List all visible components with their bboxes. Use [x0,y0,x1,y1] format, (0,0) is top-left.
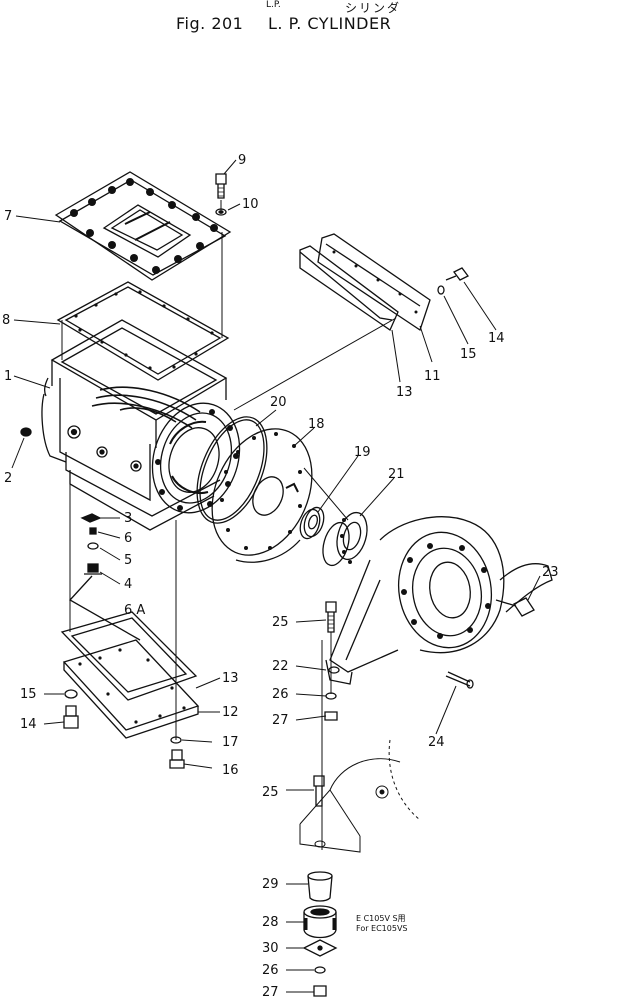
nut-27-upper [324,711,338,721]
callout-15-top: 15 [460,347,477,362]
leader-lines [11,159,541,993]
callout-7: 7 [4,209,12,224]
callout-27-lower: 27 [262,985,279,1000]
callout-6: 6 [124,531,132,546]
bearing-plate-18 [211,428,313,563]
bolt-9 [215,173,227,199]
callout-27-upper: 27 [272,713,289,728]
mount-bracket-22 [325,516,553,685]
callouts: 9 10 7 8 1 2 14 15 11 13 20 18 19 21 3 6… [2,153,559,1000]
spring-6 [89,527,97,535]
stud-24 [445,671,474,689]
top-cover-plate [54,171,232,281]
washer-26-lower [314,966,326,974]
callout-17: 17 [222,735,239,750]
callout-13-bottom: 13 [222,671,239,686]
o-ring-20 [196,416,268,524]
plate-30 [302,939,338,957]
callout-5: 5 [124,553,132,568]
callout-15-bottom: 15 [20,687,37,702]
bearing-21 [322,511,368,567]
plate-3 [80,513,102,523]
callout-14-bottom: 14 [20,717,37,732]
callout-23: 23 [542,565,559,580]
bottom-gasket-13 [60,611,198,701]
callout-26-upper: 26 [272,687,289,702]
callout-24: 24 [428,735,445,750]
variant-note-en: For EC105VS [356,924,408,933]
callout-3: 3 [124,511,132,526]
title-jp: シリンダ [345,1,402,15]
nut-27-lower [313,985,327,997]
bushing-29 [307,871,333,902]
washer-15-lower [64,689,78,699]
callout-18: 18 [308,417,325,432]
callout-12: 12 [222,705,239,720]
bolt-25-upper [325,601,337,633]
callout-16: 16 [222,763,239,778]
bolt-23 [495,597,535,617]
variant-note: E C105V S用 For EC105VS [356,914,408,934]
callout-21: 21 [388,467,405,482]
callout-22: 22 [272,659,289,674]
callout-6a: 6 A [124,603,145,618]
variant-note-jp: E C105V S用 [356,914,406,923]
plug-2 [20,427,32,437]
top-gasket [56,281,230,381]
bottom-cover-12 [62,639,200,739]
title-en: L. P. CYLINDER [268,14,392,33]
assembly-lines [61,200,397,850]
callout-29: 29 [262,877,279,892]
callout-10: 10 [242,197,259,212]
callout-14-top: 14 [488,331,505,346]
figure-number: Fig. 201 [176,14,244,33]
oil-seal-19 [299,506,325,540]
callout-26-lower: 26 [262,963,279,978]
callout-8: 8 [2,313,10,328]
title-jp-small: L.P. [266,0,281,10]
bolt-25-lower [313,775,325,807]
callout-25-upper: 25 [272,615,289,630]
side-gasket-13 [299,245,399,331]
washer-15-top [437,285,445,295]
rubber-mount-28 [303,905,337,939]
callout-1: 1 [4,369,12,384]
valve-4 [84,563,102,575]
callout-19: 19 [354,445,371,460]
bolt-14-lower [63,705,79,729]
callout-11: 11 [424,369,441,384]
callout-20: 20 [270,395,287,410]
bolt-16 [169,749,185,769]
washer-5 [87,542,99,550]
callout-2: 2 [4,471,12,486]
bolt-14-top [445,267,469,281]
callout-4: 4 [124,577,132,592]
lower-bracket [299,739,421,853]
side-cover-11 [317,233,431,332]
callout-28: 28 [262,915,279,930]
callout-13-top: 13 [396,385,413,400]
callout-30: 30 [262,941,279,956]
callout-25-lower: 25 [262,785,279,800]
callout-9: 9 [238,153,246,168]
